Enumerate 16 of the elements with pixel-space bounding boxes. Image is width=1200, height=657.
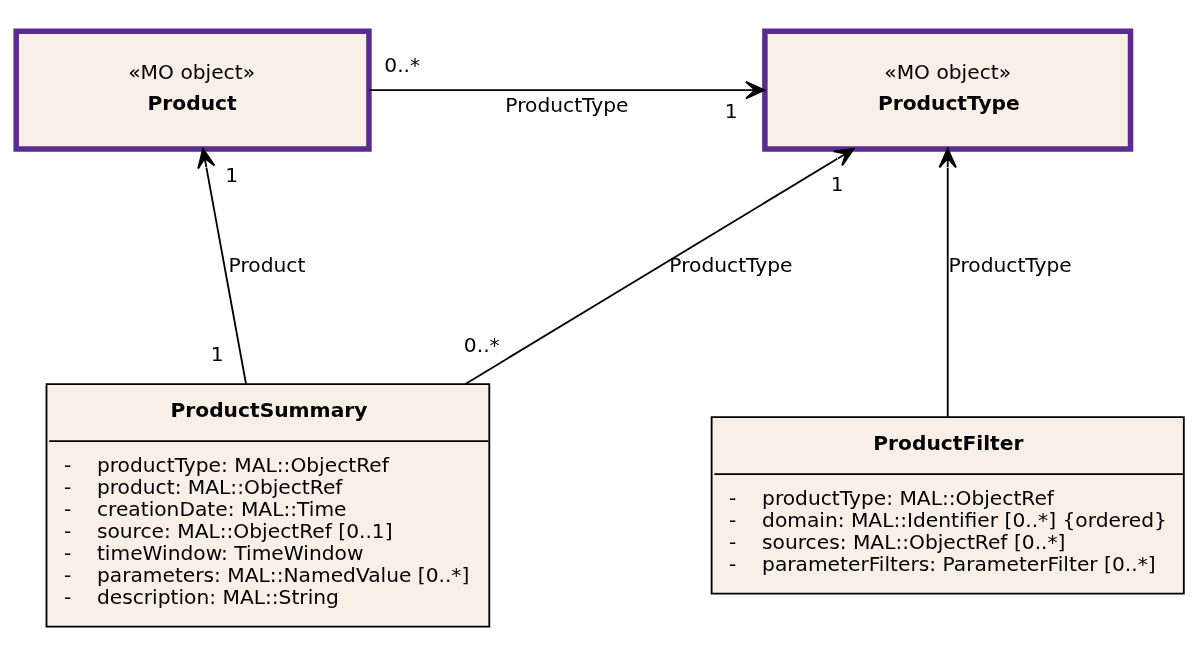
edge-label: Product — [228, 252, 306, 277]
arrow — [938, 147, 957, 418]
arrow — [197, 147, 247, 385]
edge-label: ProductType — [669, 252, 793, 277]
arrow — [368, 80, 766, 99]
label: 1 — [210, 341, 224, 366]
edge-label: ProductType — [505, 92, 629, 117]
label: 1 — [225, 162, 239, 187]
label: 1 — [724, 98, 738, 123]
node-box: «MO object» Product — [13, 28, 372, 152]
label: 0..* — [463, 332, 500, 357]
node-box: «MO object» ProductType — [762, 28, 1134, 152]
label: 1 — [830, 171, 844, 196]
edge-label: ProductType — [948, 252, 1072, 277]
label: 0..* — [384, 52, 421, 77]
arrow — [464, 147, 855, 385]
